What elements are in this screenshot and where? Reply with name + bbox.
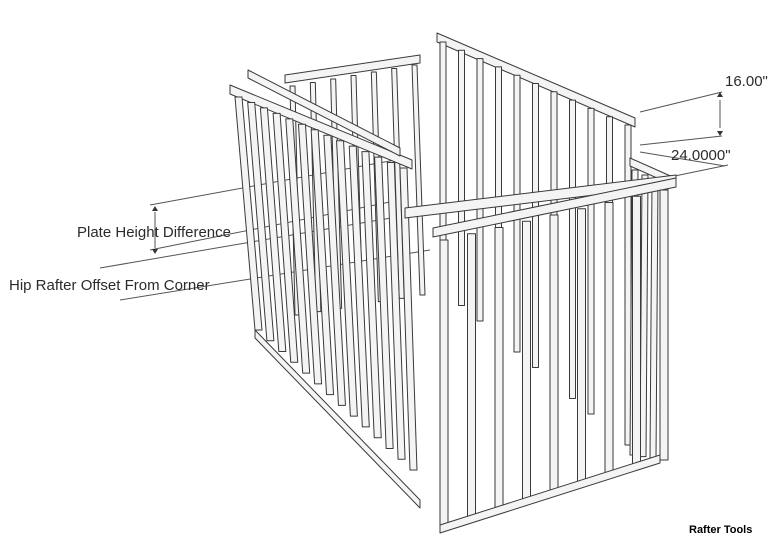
- hip-rafter-offset-label: Hip Rafter Offset From Corner: [9, 277, 210, 294]
- back-stud: [411, 64, 426, 296]
- plate-dim-arrow: [152, 249, 158, 254]
- front-stud: [632, 195, 641, 470]
- left-stud: [234, 96, 263, 331]
- dim16-extension-line: [639, 91, 723, 113]
- left-stud: [399, 167, 418, 471]
- front-stud: [549, 214, 559, 496]
- left-stud: [272, 112, 299, 363]
- dim16-extension-line: [639, 135, 723, 146]
- left-stud: [297, 123, 323, 385]
- dimension-24-label: 24.0000": [671, 147, 731, 164]
- front-stud: [604, 202, 614, 478]
- back-top-plate: [284, 54, 421, 84]
- brand-label: Rafter Tools: [689, 524, 753, 536]
- left-stud: [259, 107, 287, 353]
- front-stud: [659, 189, 669, 461]
- left-stud: [336, 140, 358, 417]
- front-bottom-plate: [439, 454, 661, 534]
- left-stud: [323, 134, 346, 406]
- front-stud: [439, 239, 449, 531]
- dimension-lines: [99, 91, 729, 301]
- dim16-arrow: [717, 131, 723, 136]
- left-wall: [229, 69, 421, 509]
- right-stud: [649, 179, 659, 459]
- left-stud: [285, 118, 311, 374]
- front-wall: [404, 174, 677, 534]
- rear-right-stud: [569, 99, 576, 399]
- dim24-extension-line: [639, 151, 726, 167]
- plate-dim-arrow: [152, 206, 158, 211]
- plate-height-difference-label: Plate Height Difference: [77, 224, 231, 241]
- right-stud: [639, 174, 649, 458]
- left-top-plate: [229, 84, 413, 170]
- left-bottom-plate: [254, 329, 421, 509]
- left-stud: [247, 101, 275, 342]
- rear-right-stud: [458, 49, 465, 306]
- left-stud: [361, 151, 382, 439]
- front-stud: [522, 220, 531, 505]
- left-stud: [348, 145, 370, 428]
- left-stud: [310, 129, 335, 396]
- rear-right-stud: [587, 107, 595, 415]
- front-stud: [494, 227, 504, 513]
- front-stud: [467, 233, 476, 522]
- left-double-plate: [247, 69, 401, 157]
- left-stud: [386, 162, 406, 460]
- rear-right-top-plate: [436, 32, 636, 128]
- dim16-arrow: [717, 92, 723, 97]
- rear-right-stud: [532, 83, 539, 368]
- front-double-plate: [432, 177, 677, 238]
- dimension-16-label: 16.00": [725, 73, 768, 90]
- left-stud: [374, 156, 394, 449]
- rear-right-stud: [476, 58, 484, 322]
- front-stud: [577, 208, 586, 487]
